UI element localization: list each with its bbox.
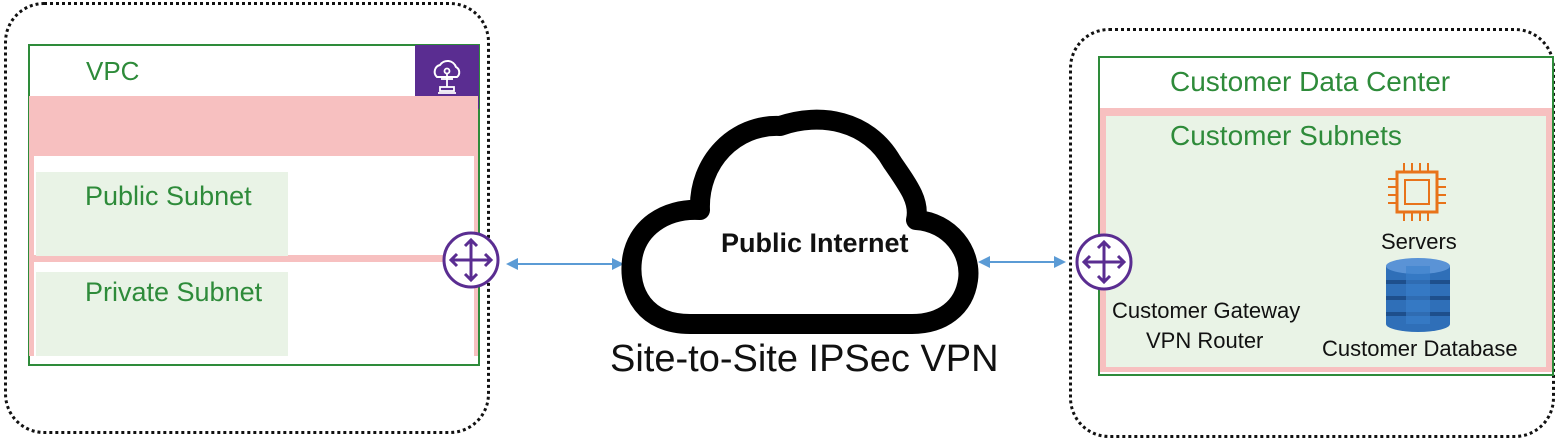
private-subnet (36, 272, 288, 356)
public-subnet (36, 172, 288, 256)
servers-label: Servers (1381, 229, 1457, 254)
vpn-caption: Site-to-Site IPSec VPN (610, 338, 999, 380)
right-connection-arrow (978, 256, 1066, 268)
gateway-label-line1: Customer Gateway (1112, 298, 1301, 323)
public-internet-cloud (621, 109, 979, 334)
customer-subnets-label: Customer Subnets (1170, 120, 1402, 151)
aws-region-boundary (4, 2, 490, 434)
vpc-cloud-icon (433, 60, 461, 94)
cloud-label: Public Internet (721, 228, 909, 258)
customer-subnets (1106, 116, 1546, 367)
left-connection-arrow (506, 258, 624, 270)
gateway-label-line2: VPN Router (1146, 328, 1264, 353)
vpc-label: VPC (86, 56, 140, 86)
vpn-gateway-icon (442, 231, 500, 289)
server-chip-icon (1388, 163, 1446, 221)
database-icon (1386, 258, 1450, 332)
customer-gateway-icon (1075, 233, 1133, 291)
private-subnet-label: Private Subnet (85, 277, 263, 307)
public-subnet-label: Public Subnet (85, 181, 252, 211)
datacenter-label: Customer Data Center (1170, 66, 1451, 97)
database-label: Customer Database (1322, 336, 1518, 361)
